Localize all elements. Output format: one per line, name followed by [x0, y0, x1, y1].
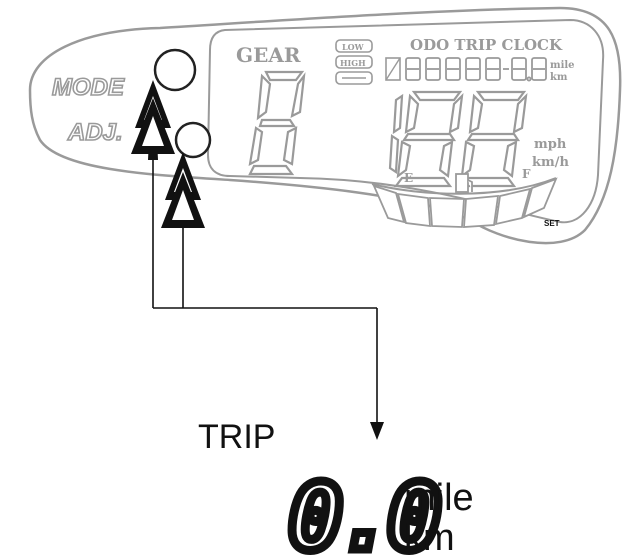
mode-press-arrow [131, 80, 175, 160]
result-unit-top: mile [404, 477, 474, 519]
speed-unit-bottom: km/h [532, 155, 570, 170]
result-mode-name: TRIP [198, 418, 275, 456]
mode-label: MODE [52, 74, 125, 101]
fuel-pump-icon [455, 173, 473, 193]
odo-unit-top: mile [550, 60, 575, 71]
mode-button[interactable] [153, 48, 197, 92]
fuel-full-label: F [522, 167, 531, 181]
speed-digits [388, 90, 528, 188]
gear-label: GEAR [236, 43, 301, 67]
odo-icon-slash [385, 57, 401, 81]
odo-digits [405, 57, 547, 82]
adj-button[interactable] [174, 121, 212, 159]
indicator-1-label: LOW [342, 42, 365, 52]
adj-label: ADJ. [67, 119, 123, 146]
fuel-empty-label: E [404, 171, 413, 185]
result-value: 0.0 [288, 464, 439, 557]
result-unit-bottom: km [404, 517, 455, 557]
fuel-gauge-segments [372, 177, 558, 228]
result-digits: 0.0 [284, 460, 450, 557]
speed-unit-top: mph [534, 137, 567, 152]
indicator-box-2 [335, 55, 373, 69]
arrow-head-down [370, 422, 384, 440]
gear-digit [248, 70, 306, 176]
odo-unit-bottom: km [550, 72, 568, 83]
indicator-2-label: HIGH [340, 58, 366, 68]
mode-row-label: ODO TRIP CLOCK [410, 36, 563, 54]
fuel-gauge-arc [371, 177, 557, 195]
set-label: SET [544, 219, 560, 228]
adj-press-arrow [161, 152, 205, 228]
indicator-box-1 [335, 39, 373, 53]
